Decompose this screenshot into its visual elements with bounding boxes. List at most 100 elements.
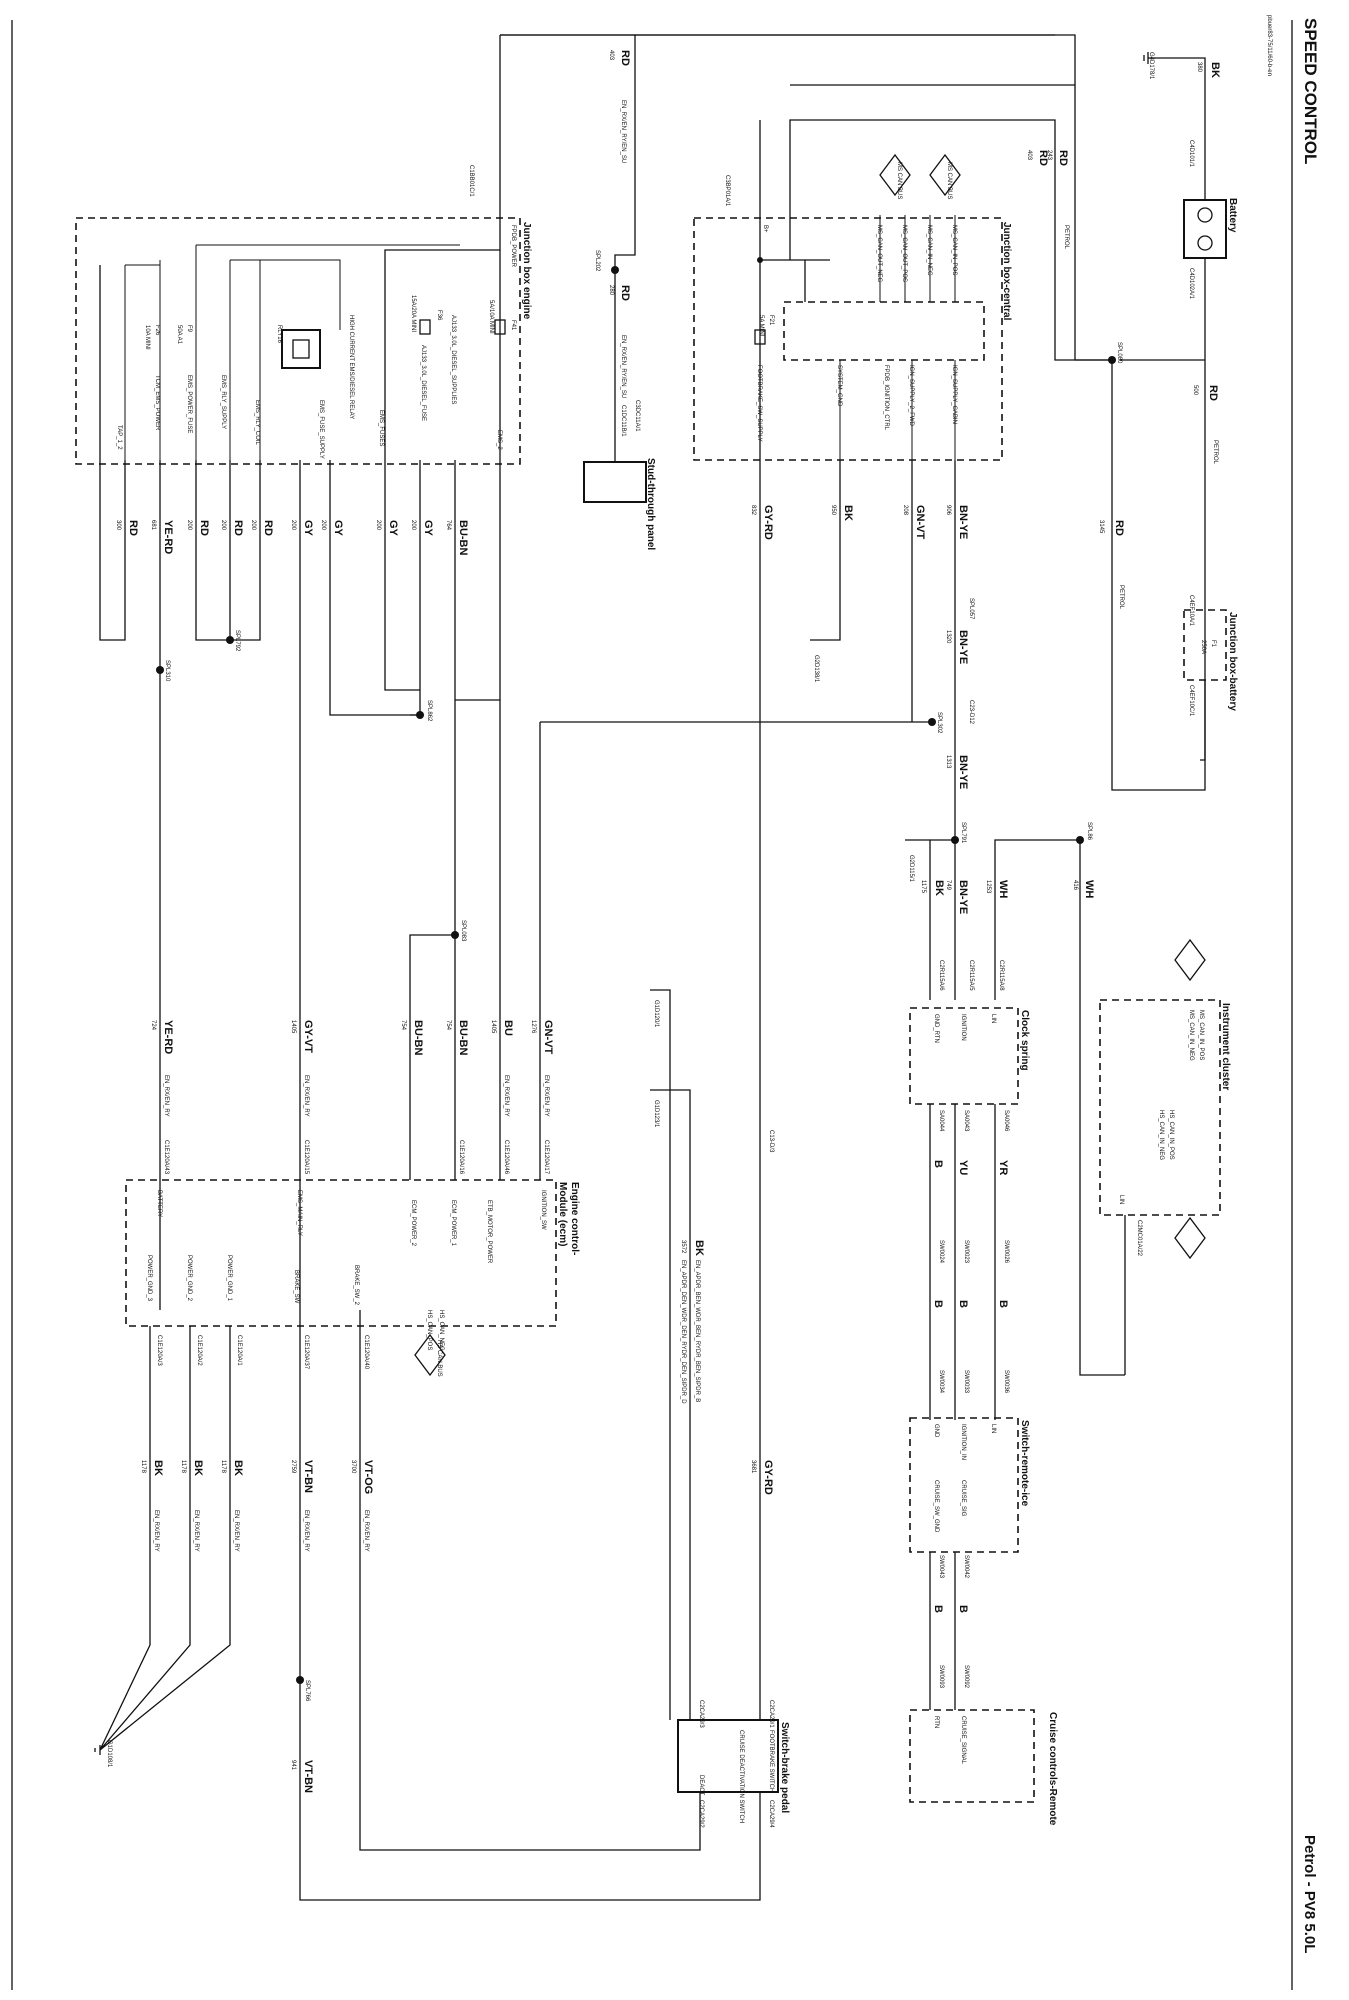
fuse-f26: F26 bbox=[154, 325, 160, 336]
conn-c1e120a16: C1E120A/16 bbox=[458, 1140, 464, 1175]
wire-label-bk-1178b: BK bbox=[192, 1460, 204, 1476]
sw0033: SW0033 bbox=[963, 1370, 969, 1394]
wire-num-3145: 3145 bbox=[1098, 520, 1104, 534]
page-subtitle: Petrol - PV8 5.0L bbox=[1301, 1835, 1318, 1953]
splice-spl310 bbox=[156, 666, 164, 674]
ground-g4d178: G4D178/1 bbox=[1148, 52, 1154, 80]
cs-gnd-rtn: GND_RTN bbox=[933, 1014, 939, 1043]
conn-c2ca29-1: C2CA29/1 bbox=[768, 1700, 774, 1728]
wire-num-754b: 754 bbox=[400, 1020, 406, 1031]
fuse-f1: F1 bbox=[1210, 640, 1216, 648]
wire-jbe-gy-to-spl862 bbox=[329, 460, 420, 716]
wire-num-724: 724 bbox=[150, 1020, 156, 1031]
jbc-can-lines bbox=[879, 215, 956, 302]
sw0092: SW0092 bbox=[963, 1665, 969, 1689]
wire-label-bu-bn-754b: BU-BN bbox=[412, 1020, 424, 1055]
wire-label-rd-403: RD bbox=[619, 50, 631, 66]
wire-label-b-3: B bbox=[957, 1300, 969, 1308]
sri-cruise-sig: CRUISE_SIG bbox=[960, 1480, 966, 1517]
sig-en-rx-ecm-6: EN_RX/EN_RY bbox=[303, 1510, 309, 1552]
conn-c1e120a37: C1E120A/37 bbox=[303, 1335, 309, 1370]
conn-c2ca29-4: C2CA29/4 bbox=[768, 1800, 774, 1828]
wire-rd-300 bbox=[99, 265, 126, 641]
wire-label-yr: YR bbox=[997, 1160, 1009, 1175]
sw0034: SW0034 bbox=[938, 1370, 944, 1394]
sri-gnd: GND bbox=[933, 1424, 939, 1438]
wire-num-906: 906 bbox=[945, 505, 951, 516]
sri-lin: LIN bbox=[990, 1424, 996, 1433]
wire-label-gn-vt: GN-VT bbox=[914, 505, 926, 540]
junction-box-central bbox=[693, 217, 1003, 461]
petrol-label-3: PETROL bbox=[1063, 225, 1069, 250]
jbc-output-lines bbox=[839, 360, 956, 460]
ic-ms-can-neg: MS_CAN_IN_NEG bbox=[1188, 1010, 1194, 1061]
conn-c1e120a2: C1E120A/2 bbox=[196, 1335, 202, 1366]
jbc-ms-can-in-neg: MS_CAN_IN_NEG bbox=[926, 225, 932, 276]
wire-label-b-6: B bbox=[932, 1605, 944, 1613]
sw0024: SW0024 bbox=[938, 1240, 944, 1264]
bp-footbrake-switch: FOOTBRAKE SWITCH bbox=[768, 1730, 774, 1792]
ic-hs-can-neg: HS_CAN_IN_NEG bbox=[1158, 1110, 1164, 1160]
jbe-internal-lines bbox=[124, 245, 261, 460]
fuse-f41-rating: 5A/10A MINI bbox=[488, 300, 494, 334]
bp-deact: DEACT bbox=[698, 1775, 704, 1796]
sig-en-rx-ecm-4: EN_RX/EN_RY bbox=[163, 1075, 169, 1117]
cs-lin: LIN bbox=[990, 1014, 996, 1023]
conn-c1e120a15: C1E120A/15 bbox=[303, 1140, 309, 1175]
ecm-brake-sw-2: BRAKE_SW_2 bbox=[353, 1265, 359, 1306]
fuse-f41: F41 bbox=[510, 320, 516, 331]
conn-c2r115a5: C2R115A/5 bbox=[968, 960, 974, 991]
wire-label-rd-3145: RD bbox=[1113, 520, 1125, 536]
wire-num-832: 832 bbox=[750, 505, 756, 516]
ic-hs-can-pos: HS_CAN_IN_POS bbox=[1168, 1110, 1174, 1160]
ecm-power-2: ECM_POWER_2 bbox=[410, 1200, 416, 1247]
sig-en-rx-ecm-7: EN_RX/EN_RY bbox=[233, 1510, 239, 1552]
ecm-power-gnd-2: POWER_GND_2 bbox=[186, 1255, 192, 1302]
wire-num-200c: 200 bbox=[320, 520, 326, 531]
wire-bk-3572 bbox=[650, 1089, 691, 1720]
wire-label-rd-300: RD bbox=[127, 520, 139, 536]
conn-c4e101: C4EF10A/1 bbox=[1188, 595, 1194, 627]
sw0023: SW0023 bbox=[963, 1240, 969, 1264]
wire-num-1178a: 1178 bbox=[220, 1460, 226, 1474]
conn-c1e120a40: C1E120A/40 bbox=[363, 1335, 369, 1370]
wire-label-bk-1178c: BK bbox=[152, 1460, 164, 1476]
ground-g1d108: G1D108/1 bbox=[106, 1740, 112, 1768]
splice-spl057-label: SPL057 bbox=[968, 598, 974, 620]
wire-label-bu-1405: BU bbox=[502, 1020, 514, 1036]
sw0093: SW0093 bbox=[938, 1665, 944, 1689]
conn-c2r115a8: C2R115A/8 bbox=[998, 960, 1004, 991]
wire-num-941: 941 bbox=[290, 1760, 296, 1771]
wire-label-bk-950: BK bbox=[842, 505, 854, 521]
wire-num-403: 403 bbox=[608, 50, 614, 61]
wire-wh-416 bbox=[1079, 840, 1125, 1376]
fuse-f9-rating: 50A A1 bbox=[176, 325, 182, 345]
wire-bk-950 bbox=[810, 460, 841, 641]
fuse-f36: F36 bbox=[436, 310, 442, 321]
conn-c1e120a1: C1E120A/1 bbox=[236, 1335, 242, 1366]
wires-ice-to-cruise bbox=[929, 1552, 956, 1710]
ecm-power-gnd-3: POWER_GND_3 bbox=[146, 1255, 152, 1302]
sig-en-rx-ecm-3: EN_RX/EN_RY bbox=[303, 1075, 309, 1117]
wire-num-3700: 3700 bbox=[350, 1460, 356, 1474]
cc-cruise-signal: CRUISE_SIGNAL bbox=[960, 1716, 966, 1765]
petrol-label-1: PETROL bbox=[1212, 440, 1218, 465]
wire-label-b-2: B bbox=[997, 1300, 1009, 1308]
wire-label-gy-3: GY bbox=[332, 520, 344, 537]
jbc-ms-can-out-pos: MS_CAN_OUT_POS bbox=[901, 225, 907, 282]
conn-c4d102: C4D102A/1 bbox=[1188, 268, 1194, 300]
splice-spl202-label: SPL202 bbox=[594, 250, 600, 272]
wire-num-1405b: 1405 bbox=[290, 1020, 296, 1034]
ecm-ignition-sw: IGNITION_SW bbox=[540, 1190, 546, 1230]
ecm-battery: BATTERY bbox=[156, 1190, 162, 1217]
wire-label-b-4: B bbox=[932, 1300, 944, 1308]
relay-rly16-label: RLY16 bbox=[276, 325, 282, 344]
conn-c3dc11a: C3DC11A/1 bbox=[634, 400, 640, 432]
wire-num-950: 950 bbox=[830, 505, 836, 516]
battery-symbol bbox=[1183, 199, 1227, 259]
ecm-hs-can-neg: HS_CAN_NEG bbox=[438, 1310, 444, 1351]
fuse-f21-symbol bbox=[754, 329, 766, 345]
ic-ms-can-arrow bbox=[1174, 938, 1206, 982]
battery-negative-terminal bbox=[1197, 207, 1213, 223]
